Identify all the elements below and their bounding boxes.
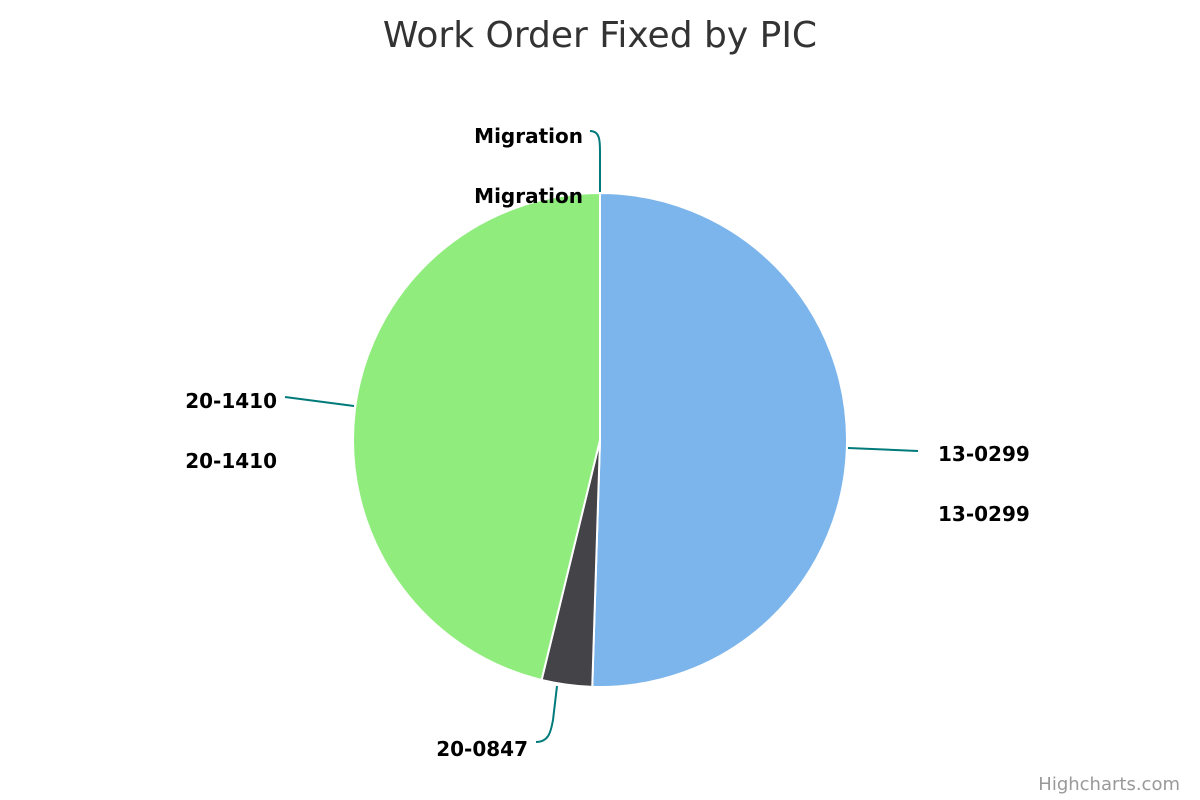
label-connector-13-0299 [847,447,919,452]
data-label-20-1410: 20-1410 [185,389,277,413]
chart-title: Work Order Fixed by PIC [383,15,817,56]
data-label-20-1410: 20-1410 [185,449,277,473]
pie-slice-20-1410[interactable] [352,192,601,681]
label-connectors [284,130,919,743]
data-label-13-0299: 13-0299 [938,502,1030,526]
label-connector-20-0847 [535,685,558,743]
data-label-migration: Migration [474,124,583,148]
data-label-20-0847: 20-0847 [436,737,528,761]
label-connector-migration [589,130,601,192]
data-label-migration: Migration [474,184,583,208]
credits-link[interactable]: Highcharts.com [1038,774,1180,795]
pie-slices [352,192,848,688]
pie-slice-13-0299[interactable] [591,192,848,688]
data-labels: 13-0299 13-0299 20-0847 20-1410 20-1410 Migra… [185,124,1030,761]
label-connector-20-1410 [284,396,355,407]
data-label-13-0299: 13-0299 [938,442,1030,466]
